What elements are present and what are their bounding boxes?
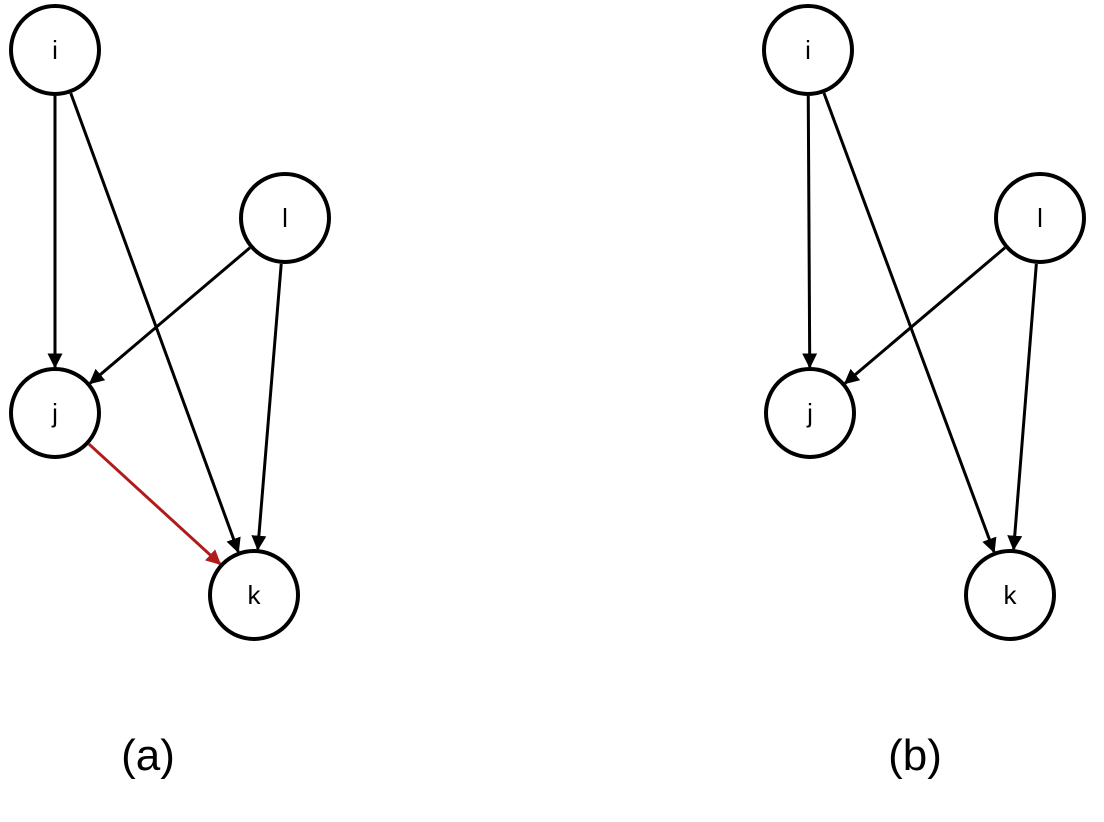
caption-b: (b) — [888, 731, 942, 780]
edge-i-to-k — [69, 92, 241, 554]
edge-l-to-k — [251, 263, 283, 551]
node-label: j — [806, 398, 813, 428]
node-i: i — [762, 4, 854, 96]
graph-a: i l j k (a) — [9, 4, 331, 780]
node-label: k — [1004, 580, 1018, 610]
edge-j-to-k — [87, 442, 222, 566]
node-label: l — [1037, 203, 1043, 233]
edge-l-to-k — [1007, 263, 1038, 551]
graph-b: i l j k (b) — [762, 4, 1086, 780]
node-l: l — [239, 172, 331, 264]
caption-a: (a) — [121, 731, 175, 780]
node-label: i — [52, 35, 58, 65]
node-k: k — [208, 549, 300, 641]
node-label: i — [805, 35, 811, 65]
edge-l-to-j — [843, 246, 1006, 385]
node-l: l — [994, 172, 1086, 264]
node-label: l — [282, 203, 288, 233]
node-label: k — [248, 580, 262, 610]
edge-i-to-k — [822, 92, 997, 554]
node-j: j — [9, 367, 101, 459]
edge-l-to-j — [88, 246, 251, 385]
edge-i-to-j — [802, 95, 818, 369]
node-j: j — [764, 367, 856, 459]
node-i: i — [9, 4, 101, 96]
node-label: j — [51, 398, 58, 428]
node-k: k — [964, 549, 1056, 641]
